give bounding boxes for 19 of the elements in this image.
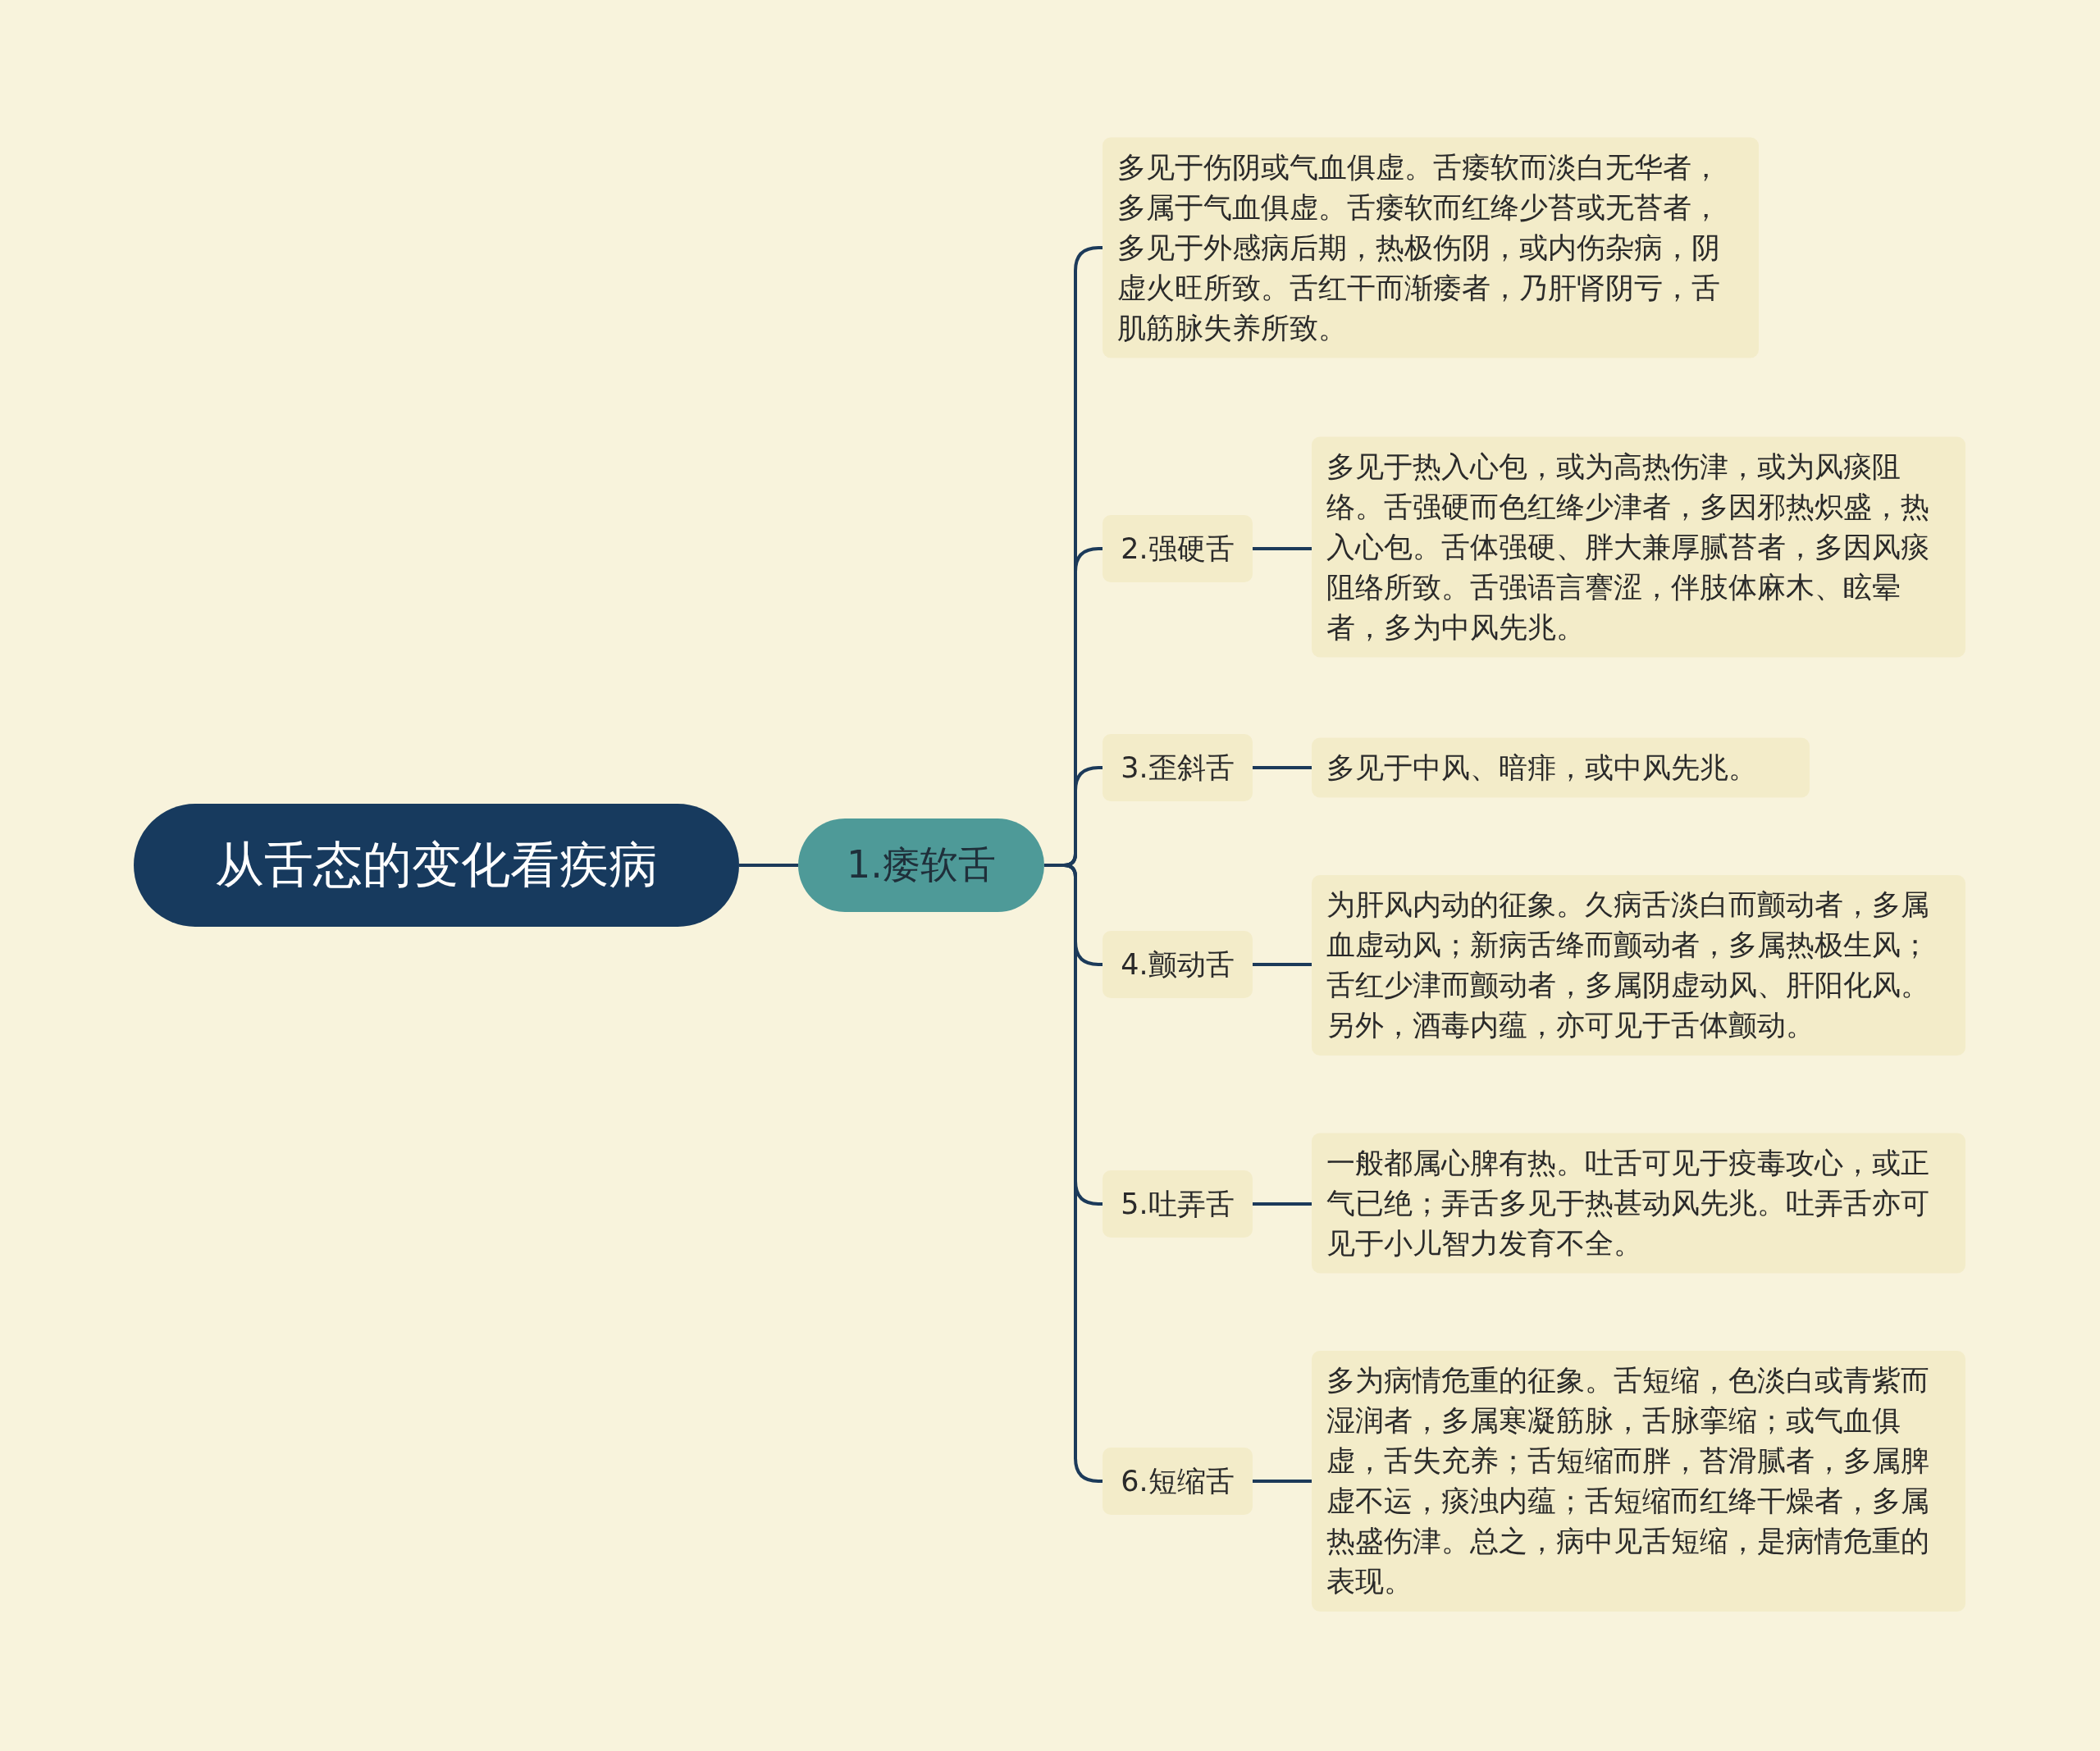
subtopic-label: 4.颤动舌 <box>1102 931 1253 998</box>
note-box: 多为病情危重的征象。舌短缩，色淡白或青紫而湿润者，多属寒凝筋脉，舌脉挛缩；或气血俱虚，舌失充养；舌短缩而胖，苔滑腻者，多属脾虚不运，痰浊内蕴；舌短缩而红绛干燥者，多属热盛伤津。总之，病中见舌短缩，是病情危重的表现。 <box>1312 1351 1965 1612</box>
note-box: 为肝风内动的征象。久病舌淡白而颤动者，多属血虚动风；新病舌绛而颤动者，多属热极生风；舌红少津而颤动者，多属阴虚动风、肝阳化风。另外，酒毒内蕴，亦可见于舌体颤动。 <box>1312 875 1965 1056</box>
connector-line <box>1253 1480 1312 1483</box>
subtopic-label: 5.吐弄舌 <box>1102 1170 1253 1238</box>
connector-line <box>1253 1202 1312 1206</box>
connector-line <box>1253 963 1312 966</box>
note-box: 多见于中风、暗痱，或中风先兆。 <box>1312 737 1810 798</box>
subtopic-label: 3.歪斜舌 <box>1102 734 1253 801</box>
note-box: 多见于伤阴或气血俱虚。舌痿软而淡白无华者，多属于气血俱虚。舌痿软而红绛少苔或无苔者，多见于外感病后期，热极伤阴，或内伤杂病，阴虚火旺所致。舌红干而渐痿者，乃肝肾阴亏，舌肌筋脉失养所致。 <box>1102 137 1759 358</box>
branch-topic: 1.痿软舌 <box>798 819 1044 912</box>
connector-line <box>1253 766 1312 769</box>
subtopic-label: 2.强硬舌 <box>1102 515 1253 582</box>
note-box: 一般都属心脾有热。吐舌可见于疫毒攻心，或正气已绝；弄舌多见于热甚动风先兆。吐弄舌亦可见于小儿智力发育不全。 <box>1312 1133 1965 1274</box>
connector-line <box>739 864 798 867</box>
connector-line <box>1253 547 1312 550</box>
note-box: 多见于热入心包，或为高热伤津，或为风痰阻络。舌强硬而色红绛少津者，多因邪热炽盛，热入心包。舌体强硬、胖大兼厚腻苔者，多因风痰阻络所致。舌强语言謇涩，伴肢体麻木、眩晕者，多为中风先兆。 <box>1312 436 1965 658</box>
subtopic-label: 6.短缩舌 <box>1102 1448 1253 1515</box>
root-topic: 从舌态的变化看疾病 <box>134 804 739 927</box>
